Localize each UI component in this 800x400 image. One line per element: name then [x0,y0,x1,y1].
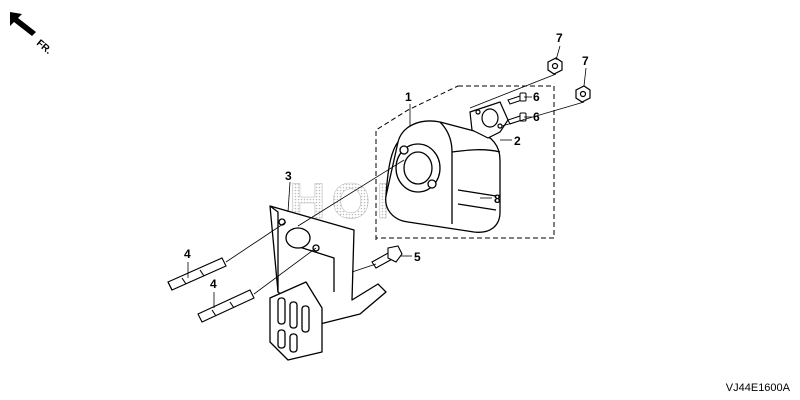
callout-1: 1 [405,90,412,104]
callout-3: 3 [285,169,292,183]
flange-bolt [371,245,403,269]
nut [547,57,563,75]
callout-8: 8 [494,192,501,206]
screw [507,92,527,105]
nut [575,85,591,103]
callout-4b: 4 [210,277,217,291]
callout-labels: 1 2 3 4 4 5 6 6 7 7 8 [184,31,589,291]
stud-bolt [167,257,227,291]
diagram-code: VJ44E1600A [725,382,790,394]
callout-5: 5 [414,250,421,264]
screw [507,112,527,125]
assembly-lines [225,73,585,295]
muffler-assembly-frame [375,85,555,240]
callout-2: 2 [514,134,521,148]
direction-label: FR. [34,38,54,57]
callout-6a: 6 [533,90,540,104]
front-direction-arrow-icon: FR. [10,12,54,57]
muffler-protector [269,205,387,361]
leader-lines [187,45,587,308]
callout-7b: 7 [582,54,589,68]
callout-7a: 7 [556,31,563,45]
muffler-body [385,120,501,233]
stud-bolt [197,289,255,323]
gasket [469,101,509,139]
callout-6b: 6 [533,110,540,124]
callout-4a: 4 [184,247,191,261]
